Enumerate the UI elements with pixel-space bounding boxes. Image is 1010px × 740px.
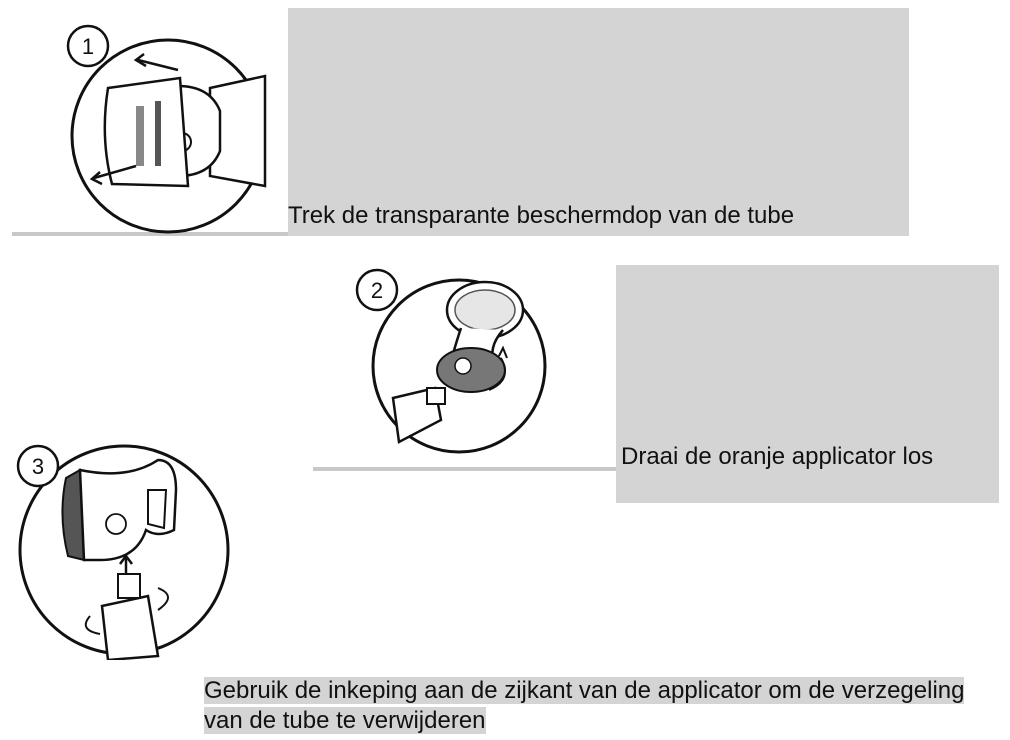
step1-number-badge <box>66 24 110 68</box>
step2-number: 2 <box>371 278 383 303</box>
step2-number-badge <box>355 268 399 312</box>
step2-caption-panel <box>616 265 999 503</box>
step3-illustration: 3 <box>16 444 230 660</box>
step2-illustration: 2 <box>355 268 547 454</box>
step3-number: 3 <box>32 454 44 479</box>
step1-caption: Trek de transparante beschermdop van de … <box>288 202 795 229</box>
step3-caption-wrapper: Gebruik de inkeping aan de zijkant van d… <box>204 676 994 736</box>
step3-caption: Gebruik de inkeping aan de zijkant van d… <box>204 677 965 734</box>
step2-underline <box>313 467 616 471</box>
step3-number-badge <box>16 444 60 488</box>
step2-caption: Draai de oranje applicator los <box>621 443 934 470</box>
step1-number: 1 <box>82 34 94 59</box>
step1-underline <box>12 232 288 236</box>
step1-caption-panel <box>288 8 909 236</box>
step1-illustration: ⚙ 1 <box>66 24 267 234</box>
